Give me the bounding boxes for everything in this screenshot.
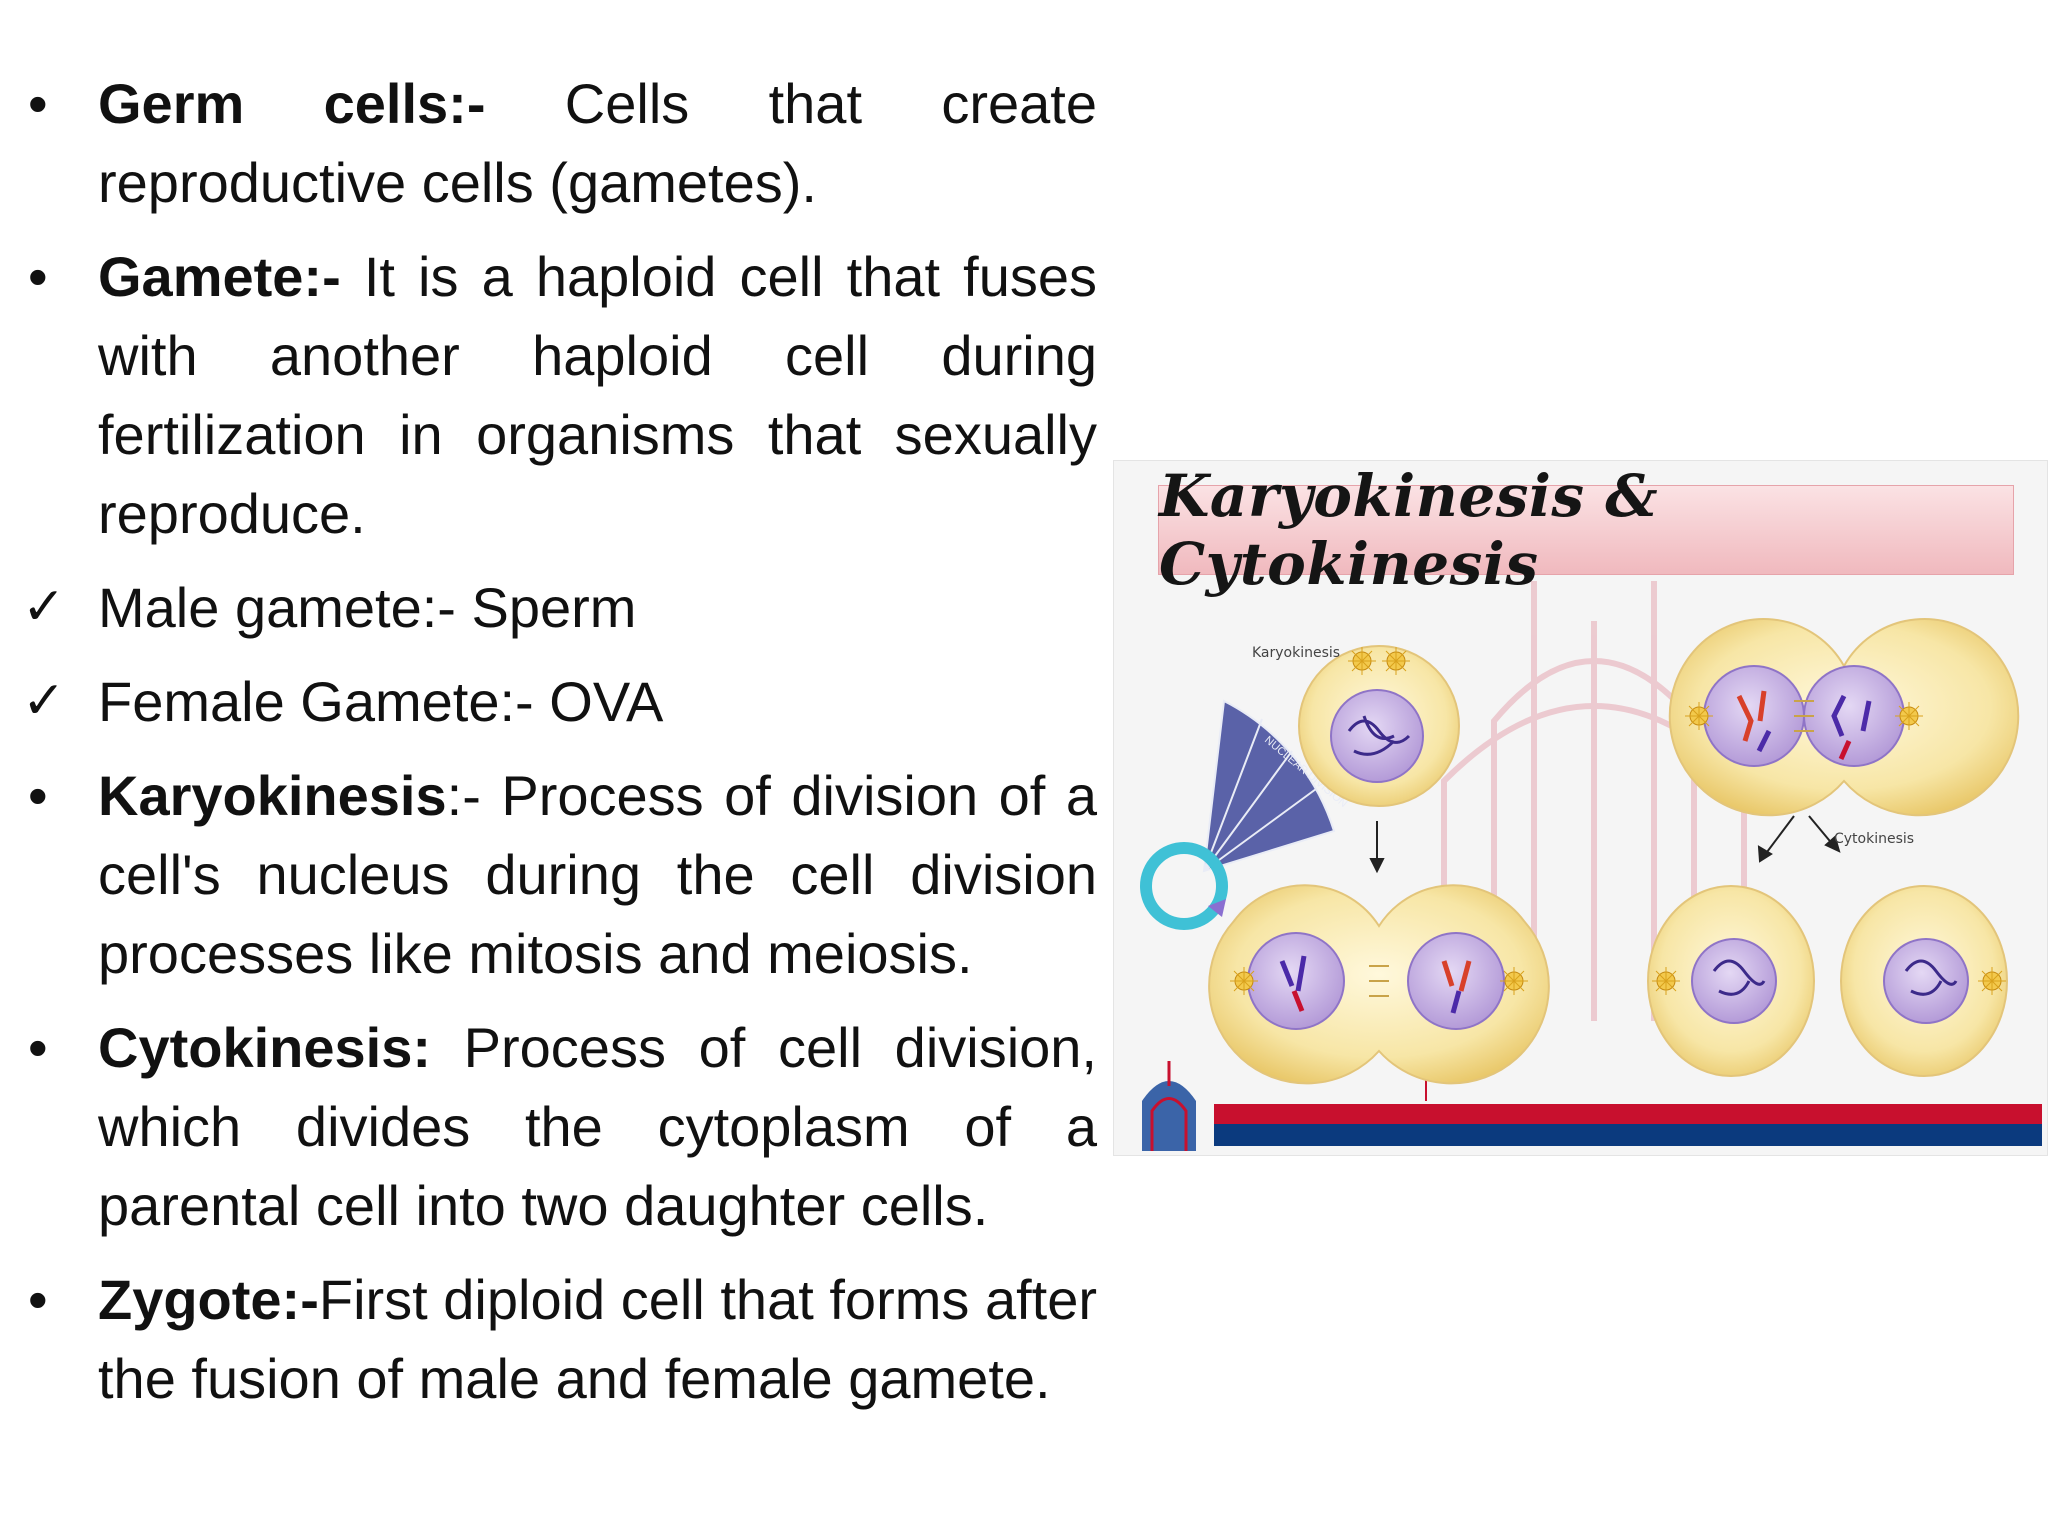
bullet-definition: Male gamete:- Sperm xyxy=(98,576,637,639)
bullet-text: Male gamete:- Sperm xyxy=(98,568,1097,647)
cell-interphase xyxy=(1298,645,1460,807)
bullet-term: Cytokinesis: xyxy=(98,1016,431,1079)
bullet-marker: • xyxy=(28,72,48,135)
bullet-text: Germ cells:- Cells that create reproduct… xyxy=(98,64,1097,222)
bullet-term: Zygote:- xyxy=(98,1268,319,1331)
bullet-definition: It is a haploid cell that fuses with ano… xyxy=(98,245,1097,545)
cell-division-figure: NUCLEAR DIVISION xyxy=(1113,460,2048,1156)
cell-anaphase xyxy=(1208,884,1550,1085)
bullet-item-germ-cells: • Germ cells:- Cells that create reprodu… xyxy=(22,64,1097,222)
bullet-definition: Cells that create reproductive cells (ga… xyxy=(98,72,1097,214)
checkmark-icon: ✓ xyxy=(22,672,66,730)
bullet-item-zygote: • Zygote:-First diploid cell that forms … xyxy=(22,1260,1097,1418)
cytokinesis-label: Cytokinesis xyxy=(1834,831,1915,847)
cell-division-illustration: NUCLEAR DIVISION xyxy=(1140,581,2042,1151)
bullet-item-gamete: • Gamete:- It is a haploid cell that fus… xyxy=(22,237,1097,553)
institution-logo xyxy=(1142,1061,1196,1151)
bullet-term: Gamete:- xyxy=(98,245,341,308)
daughter-cells xyxy=(1647,885,2008,1077)
bullet-term: Karyokinesis xyxy=(98,764,447,827)
bullet-definition: First diploid cell that forms after the … xyxy=(98,1268,1097,1410)
check-item-male-gamete: ✓ Male gamete:- Sperm xyxy=(22,568,1097,647)
footer-bars xyxy=(1214,1104,2042,1146)
bullet-list: • Germ cells:- Cells that create reprodu… xyxy=(22,64,1097,1433)
bullet-text: Gamete:- It is a haploid cell that fuses… xyxy=(98,237,1097,553)
figure-title: Karyokinesis & Cytokinesis xyxy=(1158,462,2014,598)
check-item-female-gamete: ✓ Female Gamete:- OVA xyxy=(22,662,1097,741)
bullet-marker: • xyxy=(28,764,48,827)
bullet-definition: Process of cell division, which divides … xyxy=(98,1016,1097,1237)
bullet-text: Karyokinesis:- Process of division of a … xyxy=(98,756,1097,993)
bullet-marker: • xyxy=(28,1268,48,1331)
cell-telophase xyxy=(1668,618,2020,817)
bullet-text: Cytokinesis: Process of cell division, w… xyxy=(98,1008,1097,1245)
bullet-marker: • xyxy=(28,1016,48,1079)
bullet-text: Female Gamete:- OVA xyxy=(98,662,1097,741)
bullet-text: Zygote:-First diploid cell that forms af… xyxy=(98,1260,1097,1418)
bullet-item-cytokinesis: • Cytokinesis: Process of cell division,… xyxy=(22,1008,1097,1245)
checkmark-icon: ✓ xyxy=(22,578,66,636)
bullet-definition: Female Gamete:- OVA xyxy=(98,670,664,733)
bullet-item-karyokinesis: • Karyokinesis:- Process of division of … xyxy=(22,756,1097,993)
bullet-definition: :- Process of division of a cell's nucle… xyxy=(98,764,1097,985)
karyokinesis-label: Karyokinesis xyxy=(1252,645,1341,661)
bullet-marker: • xyxy=(28,245,48,308)
bullet-term: Germ cells:- xyxy=(98,72,486,135)
